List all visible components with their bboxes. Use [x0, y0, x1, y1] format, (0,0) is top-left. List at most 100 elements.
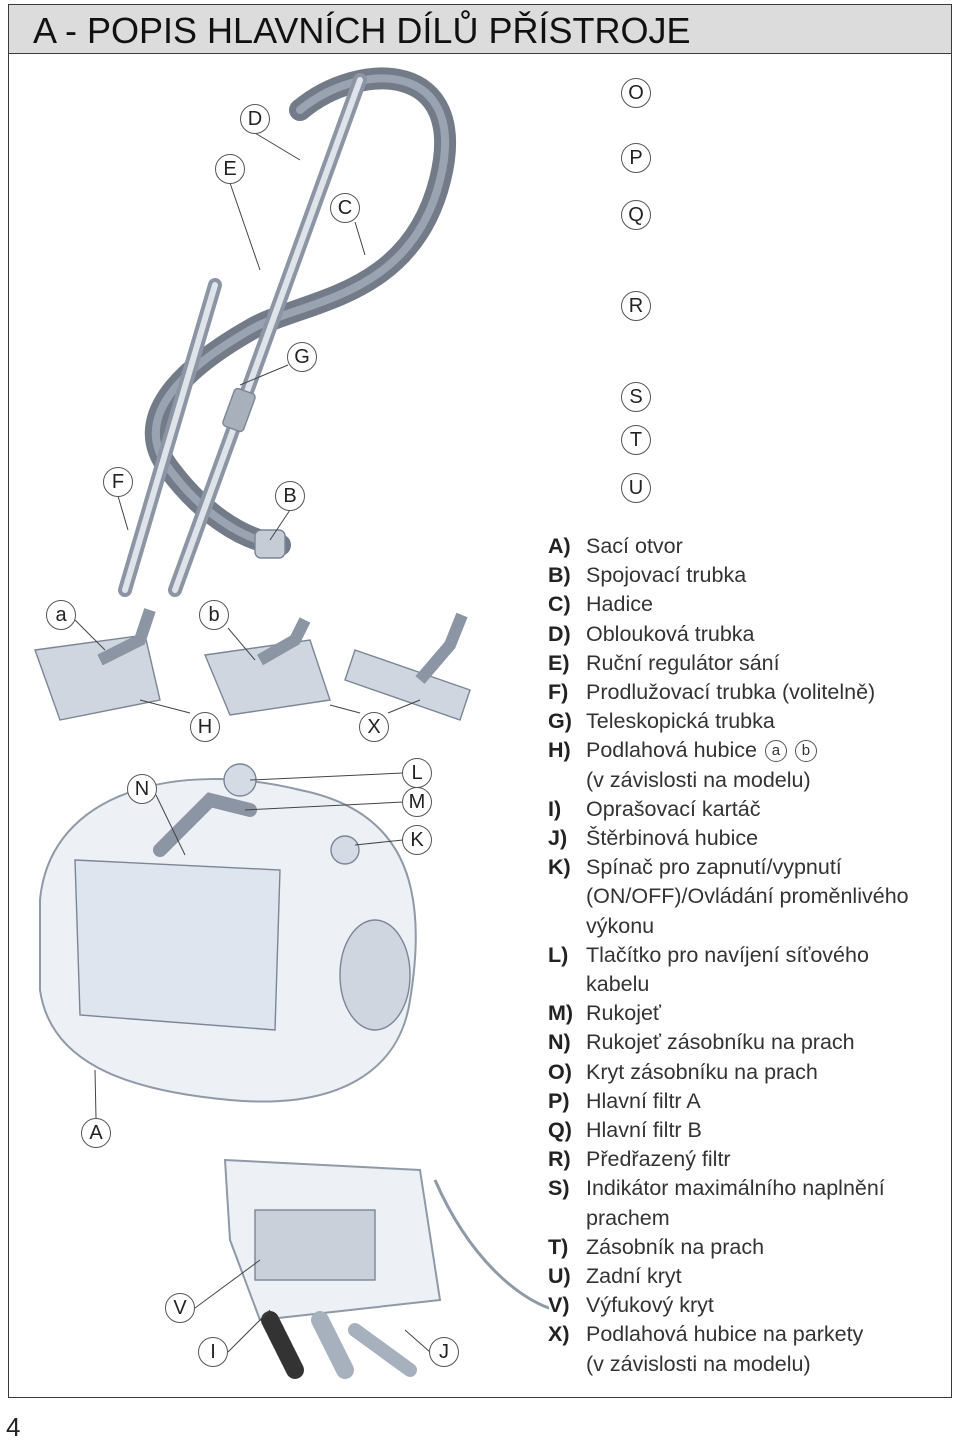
legend-item: E) Ruční regulátor sání	[548, 649, 948, 678]
legend-item: V) Výfukový kryt	[548, 1291, 948, 1320]
legend-key: Q)	[548, 1118, 572, 1143]
legend-item: M) Rukojeť	[548, 999, 948, 1028]
callout-t: T	[621, 425, 651, 455]
callout-d: D	[240, 104, 270, 134]
parquet-nozzle-drawing	[344, 612, 471, 721]
callout-u: U	[621, 473, 651, 503]
callout-v: V	[165, 1293, 195, 1323]
callout-j: J	[429, 1337, 459, 1367]
legend-item: H)Podlahová hubice a b(v závislosti na m…	[548, 736, 948, 794]
legend-text: Zásobník na prach	[586, 1234, 765, 1259]
callout-l: L	[402, 758, 432, 788]
legend-item: L) Tlačítko pro navíjení síťového kabelu	[548, 941, 948, 999]
legend-key: F)	[548, 680, 569, 705]
callout-x: X	[359, 712, 389, 742]
callout-h: H	[190, 712, 220, 742]
legend-key: M)	[548, 1001, 574, 1026]
legend-key: I)	[548, 796, 562, 821]
callout-m: M	[402, 787, 432, 817]
legend-text: Hlavní filtr B	[586, 1118, 702, 1143]
callout-s: S	[621, 382, 651, 412]
legend-item: G) Teleskopická trubka	[548, 707, 948, 736]
callout-g: G	[287, 342, 317, 372]
legend-text-sub: (v závislosti na modelu)	[586, 767, 811, 792]
legend-text: Oblouková trubka	[586, 621, 755, 646]
legend-key: D)	[548, 621, 571, 646]
legend-item: U) Zadní kryt	[548, 1262, 948, 1291]
legend-text: Zadní kryt	[586, 1264, 682, 1289]
legend-key: X)	[548, 1322, 570, 1347]
callout-f: F	[103, 467, 133, 497]
legend-key: P)	[548, 1088, 570, 1113]
legend-item: B) Spojovací trubka	[548, 561, 948, 590]
page-title: A - POPIS HLAVNÍCH DÍLŮ PŘÍSTROJE	[33, 10, 691, 51]
legend-item: Q) Hlavní filtr B	[548, 1116, 948, 1145]
callout-e: E	[215, 154, 245, 184]
legend-key: K)	[548, 855, 571, 880]
callout-r: R	[621, 291, 651, 321]
legend-item: P) Hlavní filtr A	[548, 1087, 948, 1116]
legend-text: Výfukový kryt	[586, 1293, 714, 1318]
legend-item: J) Štěrbinová hubice	[548, 824, 948, 853]
callout-o: O	[621, 78, 651, 108]
legend-text: Spínač pro zapnutí/vypnutí (ON/OFF)/Ovlá…	[586, 855, 909, 938]
legend-text: Rukojeť	[586, 1001, 661, 1026]
legend-text: Rukojeť zásobníku na prach	[586, 1030, 855, 1055]
legend-item: C) Hadice	[548, 590, 948, 619]
legend-key: G)	[548, 709, 572, 734]
legend-text: Teleskopická trubka	[586, 709, 775, 734]
callout-c: C	[330, 193, 360, 223]
legend-key: N)	[548, 1030, 571, 1055]
legend-key: H)	[548, 738, 571, 763]
legend-text-main: Podlahová hubice	[586, 738, 757, 763]
legend-text: Štěrbinová hubice	[586, 826, 759, 851]
legend-item: O)Kryt zásobníku na prach	[548, 1058, 948, 1087]
callout-a-upper: A	[81, 1118, 111, 1148]
vacuum-body-drawing	[39, 763, 417, 1103]
legend-key: A)	[548, 534, 571, 558]
legend-key: V)	[548, 1293, 570, 1318]
legend-text: Tlačítko pro navíjení síťového kabelu	[586, 942, 869, 997]
legend-text: Podlahová hubice na parkety (v závislost…	[586, 1322, 864, 1376]
legend-key: T)	[548, 1234, 569, 1259]
section-header: A - POPIS HLAVNÍCH DÍLŮ PŘÍSTROJE	[8, 4, 952, 54]
legend-key: B)	[548, 563, 571, 588]
legend-item: K) Spínač pro zapnutí/vypnutí (ON/OFF)/Ov…	[548, 853, 948, 941]
callout-p: P	[621, 143, 651, 173]
legend-item: N) Rukojeť zásobníku na prach	[548, 1028, 948, 1057]
page-number: 4	[6, 1412, 21, 1442]
callout-q: Q	[621, 200, 651, 230]
callout-n: N	[127, 774, 157, 804]
callout-i: I	[198, 1337, 228, 1367]
parts-legend: A) Sací otvor B) Spojovací trubka C) Hadice…	[548, 532, 948, 1379]
legend-key: J)	[548, 826, 568, 851]
legend-item: A) Sací otvor	[548, 532, 948, 561]
legend-item: F) Prodlužovací trubka (volitelně)	[548, 678, 948, 707]
badge-a-icon: a	[764, 740, 787, 763]
callout-k: K	[402, 825, 432, 855]
legend-key: C)	[548, 592, 571, 617]
legend-text: Hlavní filtr A	[586, 1088, 701, 1113]
floor-nozzle-a-drawing	[34, 608, 161, 721]
legend-text: Prodlužovací trubka (volitelně)	[586, 680, 876, 705]
legend-item: X) Podlahová hubice na parkety (v závislo…	[548, 1320, 948, 1378]
legend-key: L)	[548, 942, 569, 967]
legend-key: S)	[548, 1176, 570, 1201]
legend-key: R)	[548, 1147, 571, 1172]
legend-item: R)Předřazený filtr	[548, 1145, 948, 1174]
legend-text: Sací otvor	[586, 534, 683, 558]
callout-b-upper: B	[275, 481, 305, 511]
callout-a-lower: a	[46, 600, 76, 630]
callout-b-lower: b	[199, 600, 229, 630]
legend-text: Spojovací trubka	[586, 563, 747, 588]
legend-text: Oprašovací kartáč	[586, 796, 761, 821]
legend-item: T) Zásobník na prach	[548, 1233, 948, 1262]
legend-key: U)	[548, 1264, 571, 1289]
legend-key: E)	[548, 650, 570, 675]
legend-item: I) Oprašovací kartáč	[548, 795, 948, 824]
legend-text: Kryt zásobníku na prach	[586, 1059, 818, 1084]
legend-text: Hadice	[586, 592, 653, 617]
floor-nozzle-b-drawing	[204, 617, 331, 716]
vacuum-cleaner-illustration	[34, 67, 549, 1379]
legend-text: Ruční regulátor sání	[586, 650, 780, 675]
